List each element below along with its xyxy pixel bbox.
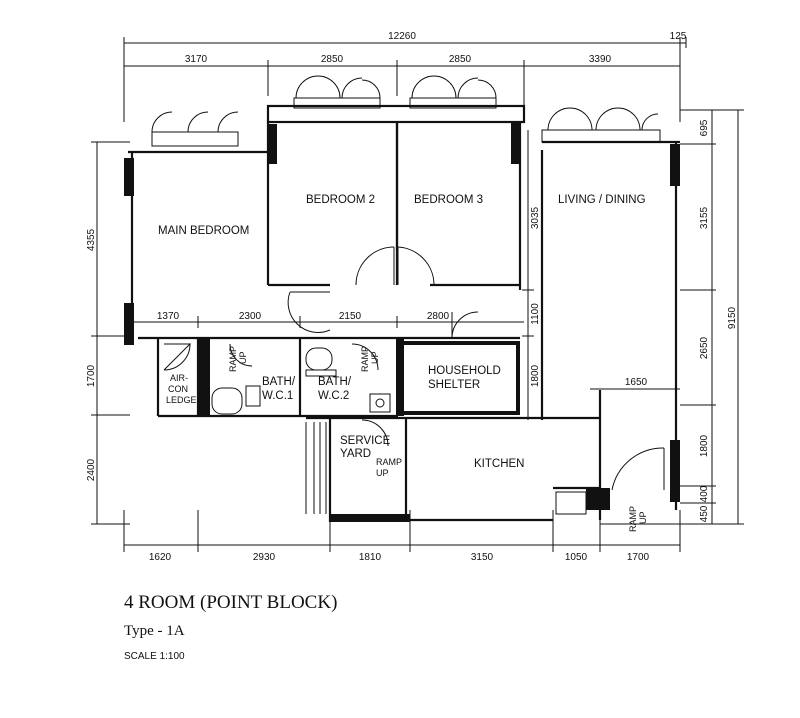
dim-top-4: 3390 bbox=[589, 54, 612, 65]
room-service-yard-2: YARD bbox=[340, 448, 371, 460]
room-bedroom-2: BEDROOM 2 bbox=[306, 194, 375, 206]
dim-top-extra: 125 bbox=[670, 31, 687, 42]
room-household-shelter-2: SHELTER bbox=[428, 379, 480, 391]
aircon-ledge-3: LEDGE bbox=[166, 395, 197, 405]
dim-bottom-4: 3150 bbox=[471, 552, 494, 563]
dim-top-2: 2850 bbox=[321, 54, 344, 65]
dim-left-2: 1700 bbox=[86, 364, 97, 387]
room-service-yard-1: SERVICE bbox=[340, 435, 391, 447]
ramp-up-yard-2: UP bbox=[376, 468, 389, 478]
room-bath-1-a: BATH/ bbox=[262, 376, 296, 388]
dim-bottom-3: 1810 bbox=[359, 552, 382, 563]
dim-mid-1: 1370 bbox=[157, 311, 180, 322]
dim-mid-2: 2300 bbox=[239, 311, 262, 322]
dim-right-1: 695 bbox=[699, 119, 710, 136]
ramp-up-bath1-2: UP bbox=[238, 351, 248, 364]
dim-right-6: 450 bbox=[699, 505, 710, 522]
dim-left-1: 4355 bbox=[86, 228, 97, 251]
ramp-up-entry-1: RAMP bbox=[628, 506, 638, 532]
dim-top-3: 2850 bbox=[449, 54, 472, 65]
ramp-up-entry-2: UP bbox=[638, 511, 648, 524]
room-bedroom-3: BEDROOM 3 bbox=[414, 194, 483, 206]
room-main-bedroom: MAIN BEDROOM bbox=[158, 225, 249, 237]
ramp-up-bath2-2: UP bbox=[370, 351, 380, 364]
room-bath-2-b: W.C.2 bbox=[318, 390, 349, 402]
dim-left-3: 2400 bbox=[86, 458, 97, 481]
dim-mid-3: 2150 bbox=[339, 311, 362, 322]
aircon-ledge-1: AIR- bbox=[170, 373, 188, 383]
plan-title: 4 ROOM (POINT BLOCK) bbox=[124, 592, 338, 613]
room-household-shelter-1: HOUSEHOLD bbox=[428, 365, 501, 377]
plan-scale: SCALE 1:100 bbox=[124, 651, 185, 662]
dim-inner-2: 1100 bbox=[530, 303, 541, 325]
dim-inner-1: 3035 bbox=[530, 206, 541, 229]
dim-mid-4: 2800 bbox=[427, 311, 450, 322]
ramp-up-yard-1: RAMP bbox=[376, 457, 402, 467]
plan-subtitle: Type - 1A bbox=[124, 623, 185, 639]
dim-inner-3: 1800 bbox=[530, 364, 541, 387]
room-living-dining: LIVING / DINING bbox=[558, 194, 646, 206]
dim-right-2: 3155 bbox=[699, 206, 710, 229]
dim-right-overall: 9150 bbox=[727, 306, 738, 329]
dim-bottom-6: 1700 bbox=[627, 552, 650, 563]
room-bath-2-a: BATH/ bbox=[318, 376, 352, 388]
dim-right-4: 1800 bbox=[699, 434, 710, 457]
dim-bottom-2: 2930 bbox=[253, 552, 276, 563]
dim-bottom-5: 1050 bbox=[565, 552, 588, 563]
room-bath-1-b: W.C.1 bbox=[262, 390, 293, 402]
ramp-up-bath1-1: RAMP bbox=[228, 346, 238, 372]
dim-right-3: 2650 bbox=[699, 336, 710, 359]
aircon-ledge-2: CON bbox=[168, 384, 188, 394]
room-kitchen: KITCHEN bbox=[474, 458, 524, 470]
dim-bottom-1: 1620 bbox=[149, 552, 172, 563]
dim-top-1: 3170 bbox=[185, 54, 208, 65]
ramp-up-bath2-1: RAMP bbox=[360, 346, 370, 372]
dim-right-5: 400 bbox=[699, 485, 710, 502]
dim-kitchen-width: 1650 bbox=[625, 377, 648, 388]
dim-top-overall: 12260 bbox=[388, 31, 416, 42]
